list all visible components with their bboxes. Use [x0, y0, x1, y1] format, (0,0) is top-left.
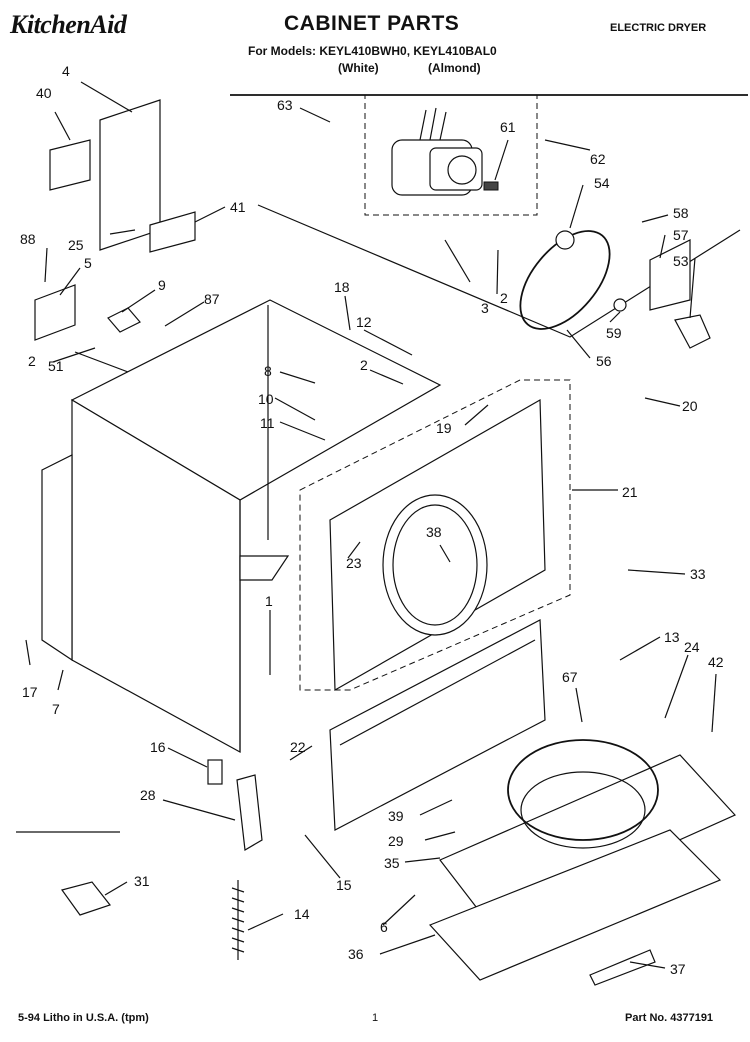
callout-16: 16 — [150, 739, 166, 755]
callout-7: 7 — [52, 701, 60, 717]
callout-67: 67 — [562, 669, 578, 685]
callout-6: 6 — [380, 919, 388, 935]
callout-21: 21 — [622, 484, 638, 500]
callout-39: 39 — [388, 808, 404, 824]
callout-41: 41 — [230, 199, 246, 215]
callout-31: 31 — [134, 873, 150, 889]
callout-23: 23 — [346, 555, 362, 571]
leader-lines — [25, 81, 717, 969]
callout-2-a: 2 — [360, 357, 368, 373]
drum-ring — [507, 739, 659, 841]
callout-42: 42 — [708, 654, 724, 670]
callout-17: 17 — [22, 684, 38, 700]
callout-14: 14 — [294, 906, 310, 922]
callout-29: 29 — [388, 833, 404, 849]
callout-9: 9 — [158, 277, 166, 293]
cabinet-body — [70, 299, 442, 754]
callout-63: 63 — [277, 97, 293, 113]
callout-15: 15 — [336, 877, 352, 893]
callout-36: 36 — [348, 946, 364, 962]
callout-12: 12 — [356, 314, 372, 330]
callout-1: 1 — [265, 593, 273, 609]
callout-labels: 4 40 63 61 62 54 58 57 53 41 88 25 5 9 8… — [20, 63, 724, 977]
door-opening — [382, 494, 488, 636]
callout-51: 51 — [48, 358, 64, 374]
callout-2-c: 2 — [500, 290, 508, 306]
callout-18: 18 — [334, 279, 350, 295]
callout-53: 53 — [673, 253, 689, 269]
variant-white: (White) — [338, 61, 379, 75]
callout-37: 37 — [670, 961, 686, 977]
callout-10: 10 — [258, 391, 274, 407]
callout-2-b: 2 — [28, 353, 36, 369]
callout-59: 59 — [606, 325, 622, 341]
page-title: CABINET PARTS — [284, 12, 460, 35]
callout-22: 22 — [290, 739, 306, 755]
callout-35: 35 — [384, 855, 400, 871]
callout-54: 54 — [594, 175, 610, 191]
drum-belt — [519, 230, 611, 330]
callout-3: 3 — [481, 300, 489, 316]
toe-panel — [329, 619, 546, 831]
callout-11: 11 — [260, 415, 275, 431]
motor-box — [364, 94, 538, 216]
callout-13: 13 — [664, 629, 680, 645]
side-panel-strip — [41, 454, 73, 662]
callout-56: 56 — [596, 353, 612, 369]
motor-assembly — [391, 107, 499, 196]
front-panel-outline — [299, 379, 571, 691]
callout-38: 38 — [426, 524, 442, 540]
litho-note: 5-94 Litho in U.S.A. (tpm) — [18, 1012, 149, 1024]
callout-5: 5 — [84, 255, 92, 271]
page-number: 1 — [372, 1012, 379, 1024]
callout-88: 88 — [20, 231, 36, 247]
bottom-plate — [428, 829, 722, 981]
callout-24: 24 — [684, 639, 700, 655]
callout-62: 62 — [590, 151, 606, 167]
brand-logo: KitchenAid — [10, 10, 127, 39]
part-number: Part No. 4377191 — [625, 1012, 714, 1024]
idler-pulley — [555, 230, 575, 250]
callout-57: 57 — [673, 227, 689, 243]
model-numbers: For Models: KEYL410BWH0, KEYL410BAL0 — [248, 44, 497, 58]
variant-almond: (Almond) — [428, 61, 481, 75]
mounting-bracket — [34, 284, 76, 341]
callout-19: 19 — [436, 420, 452, 436]
callout-25: 25 — [68, 237, 84, 253]
callout-87: 87 — [204, 291, 220, 307]
callout-40: 40 — [36, 85, 52, 101]
callout-28: 28 — [140, 787, 156, 803]
leveling-leg — [207, 759, 223, 785]
callout-58: 58 — [673, 205, 689, 221]
product-category: ELECTRIC DRYER — [610, 22, 707, 34]
callout-4: 4 — [62, 63, 70, 79]
callout-8: 8 — [264, 363, 272, 379]
callout-33: 33 — [690, 566, 706, 582]
idler-bracket — [649, 239, 691, 311]
callout-20: 20 — [682, 398, 698, 414]
callout-61: 61 — [500, 119, 516, 135]
